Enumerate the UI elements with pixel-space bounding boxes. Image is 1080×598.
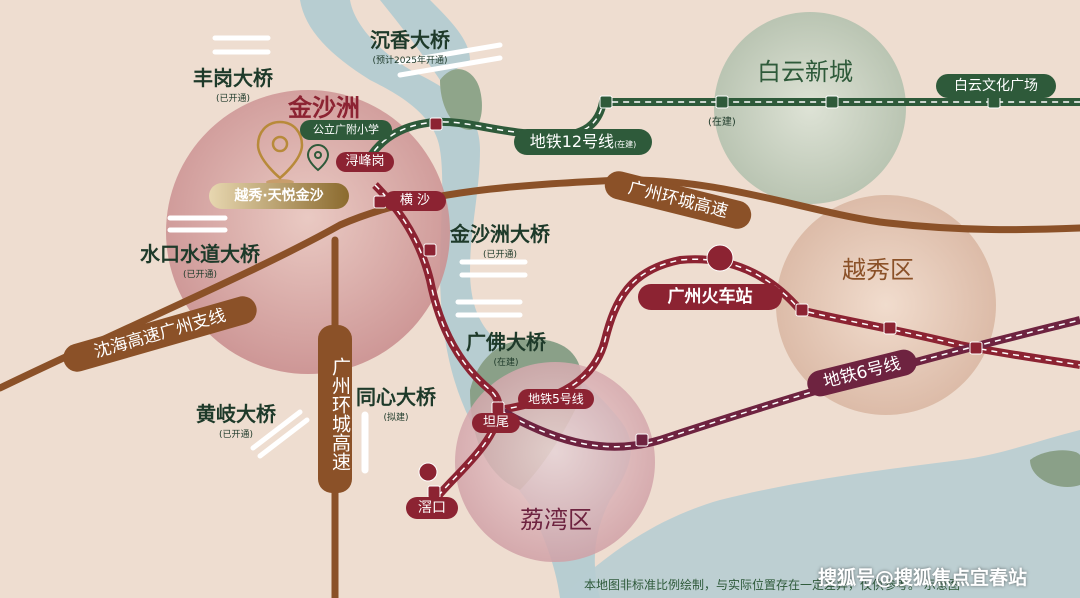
metro-line6 <box>497 316 1080 451</box>
bridge-arrows <box>167 35 528 474</box>
label-backgrounds <box>63 74 1056 519</box>
district-circle-yuexiu <box>776 195 996 415</box>
district-circle-baiyun <box>714 12 906 204</box>
station-markers <box>373 95 1001 499</box>
metro-line12 <box>364 98 1080 163</box>
school-pin-icon <box>306 143 330 172</box>
